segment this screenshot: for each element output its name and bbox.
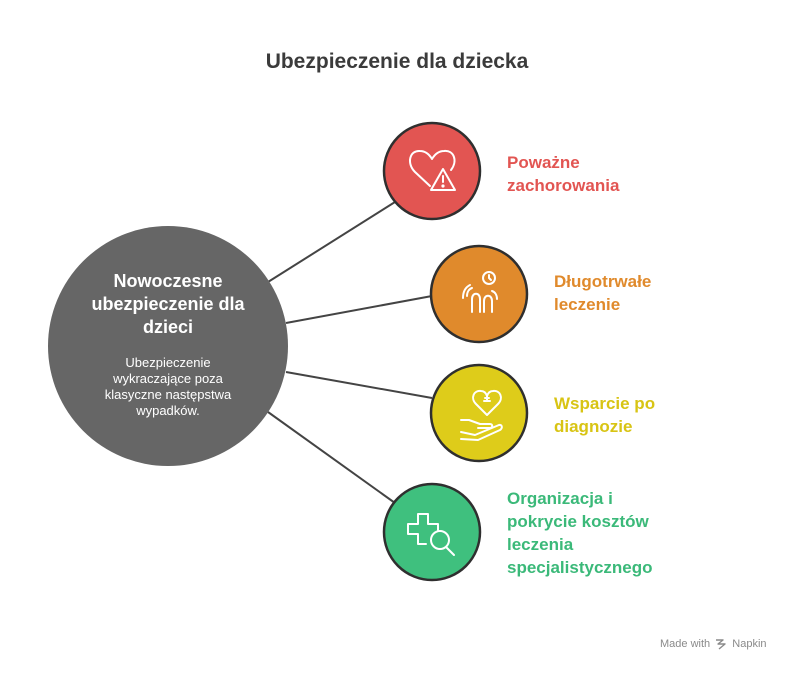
node-circle-specialist — [382, 482, 482, 582]
napkin-logo-icon — [716, 639, 726, 650]
connector-line — [267, 411, 396, 504]
label-line: pokrycie kosztów — [507, 512, 649, 531]
connector-line — [285, 371, 433, 399]
label-specialist: Organizacja i pokrycie kosztów leczenia … — [507, 487, 747, 579]
label-line: leczenie — [554, 295, 621, 314]
connector-line — [285, 295, 433, 324]
label-support: Wsparcie po diagnozie — [554, 392, 754, 438]
hands-clock-icon — [462, 271, 498, 313]
connector-line — [267, 201, 396, 283]
center-desc-line: wykraczające poza — [113, 371, 223, 386]
label-line: Poważne — [507, 153, 580, 172]
footer-attribution[interactable]: Made with Napkin — [660, 638, 767, 650]
page-title: Ubezpieczenie dla dziecka — [265, 50, 529, 73]
label-line: specjalistycznego — [507, 558, 653, 577]
node-circle-serious-illness — [382, 121, 482, 221]
node-circle-support — [429, 363, 529, 463]
brand-text: Napkin — [732, 638, 767, 650]
center-desc-line: wypadków. — [136, 403, 200, 418]
center-title-line: dzieci — [142, 317, 194, 337]
label-line: Długotrwałe — [554, 272, 652, 291]
hand-heart-cross-icon — [460, 389, 503, 441]
center-desc-line: Ubezpieczenie — [125, 355, 211, 370]
label-long-treatment: Długotrwałe leczenie — [554, 270, 754, 316]
label-line: diagnozie — [554, 417, 633, 436]
cross-search-icon — [407, 513, 455, 556]
center-title-line: Nowoczesne — [113, 271, 223, 291]
center-title: Nowoczesne ubezpieczenie dla dzieci — [68, 270, 268, 339]
label-line: Organizacja i — [507, 489, 613, 508]
label-line: leczenia — [507, 535, 574, 554]
center-description: Ubezpieczenie wykraczające poza klasyczn… — [73, 355, 263, 419]
made-with-text: Made with — [660, 638, 711, 650]
center-desc-line: klasyczne następstwa — [104, 387, 232, 402]
label-line: Wsparcie po — [554, 394, 656, 413]
center-circle — [48, 226, 288, 466]
heart-warning-icon — [408, 149, 456, 191]
label-serious-illness: Poważne zachorowania — [507, 151, 707, 197]
center-title-line: ubezpieczenie dla — [91, 294, 245, 314]
label-line: zachorowania — [507, 176, 620, 195]
